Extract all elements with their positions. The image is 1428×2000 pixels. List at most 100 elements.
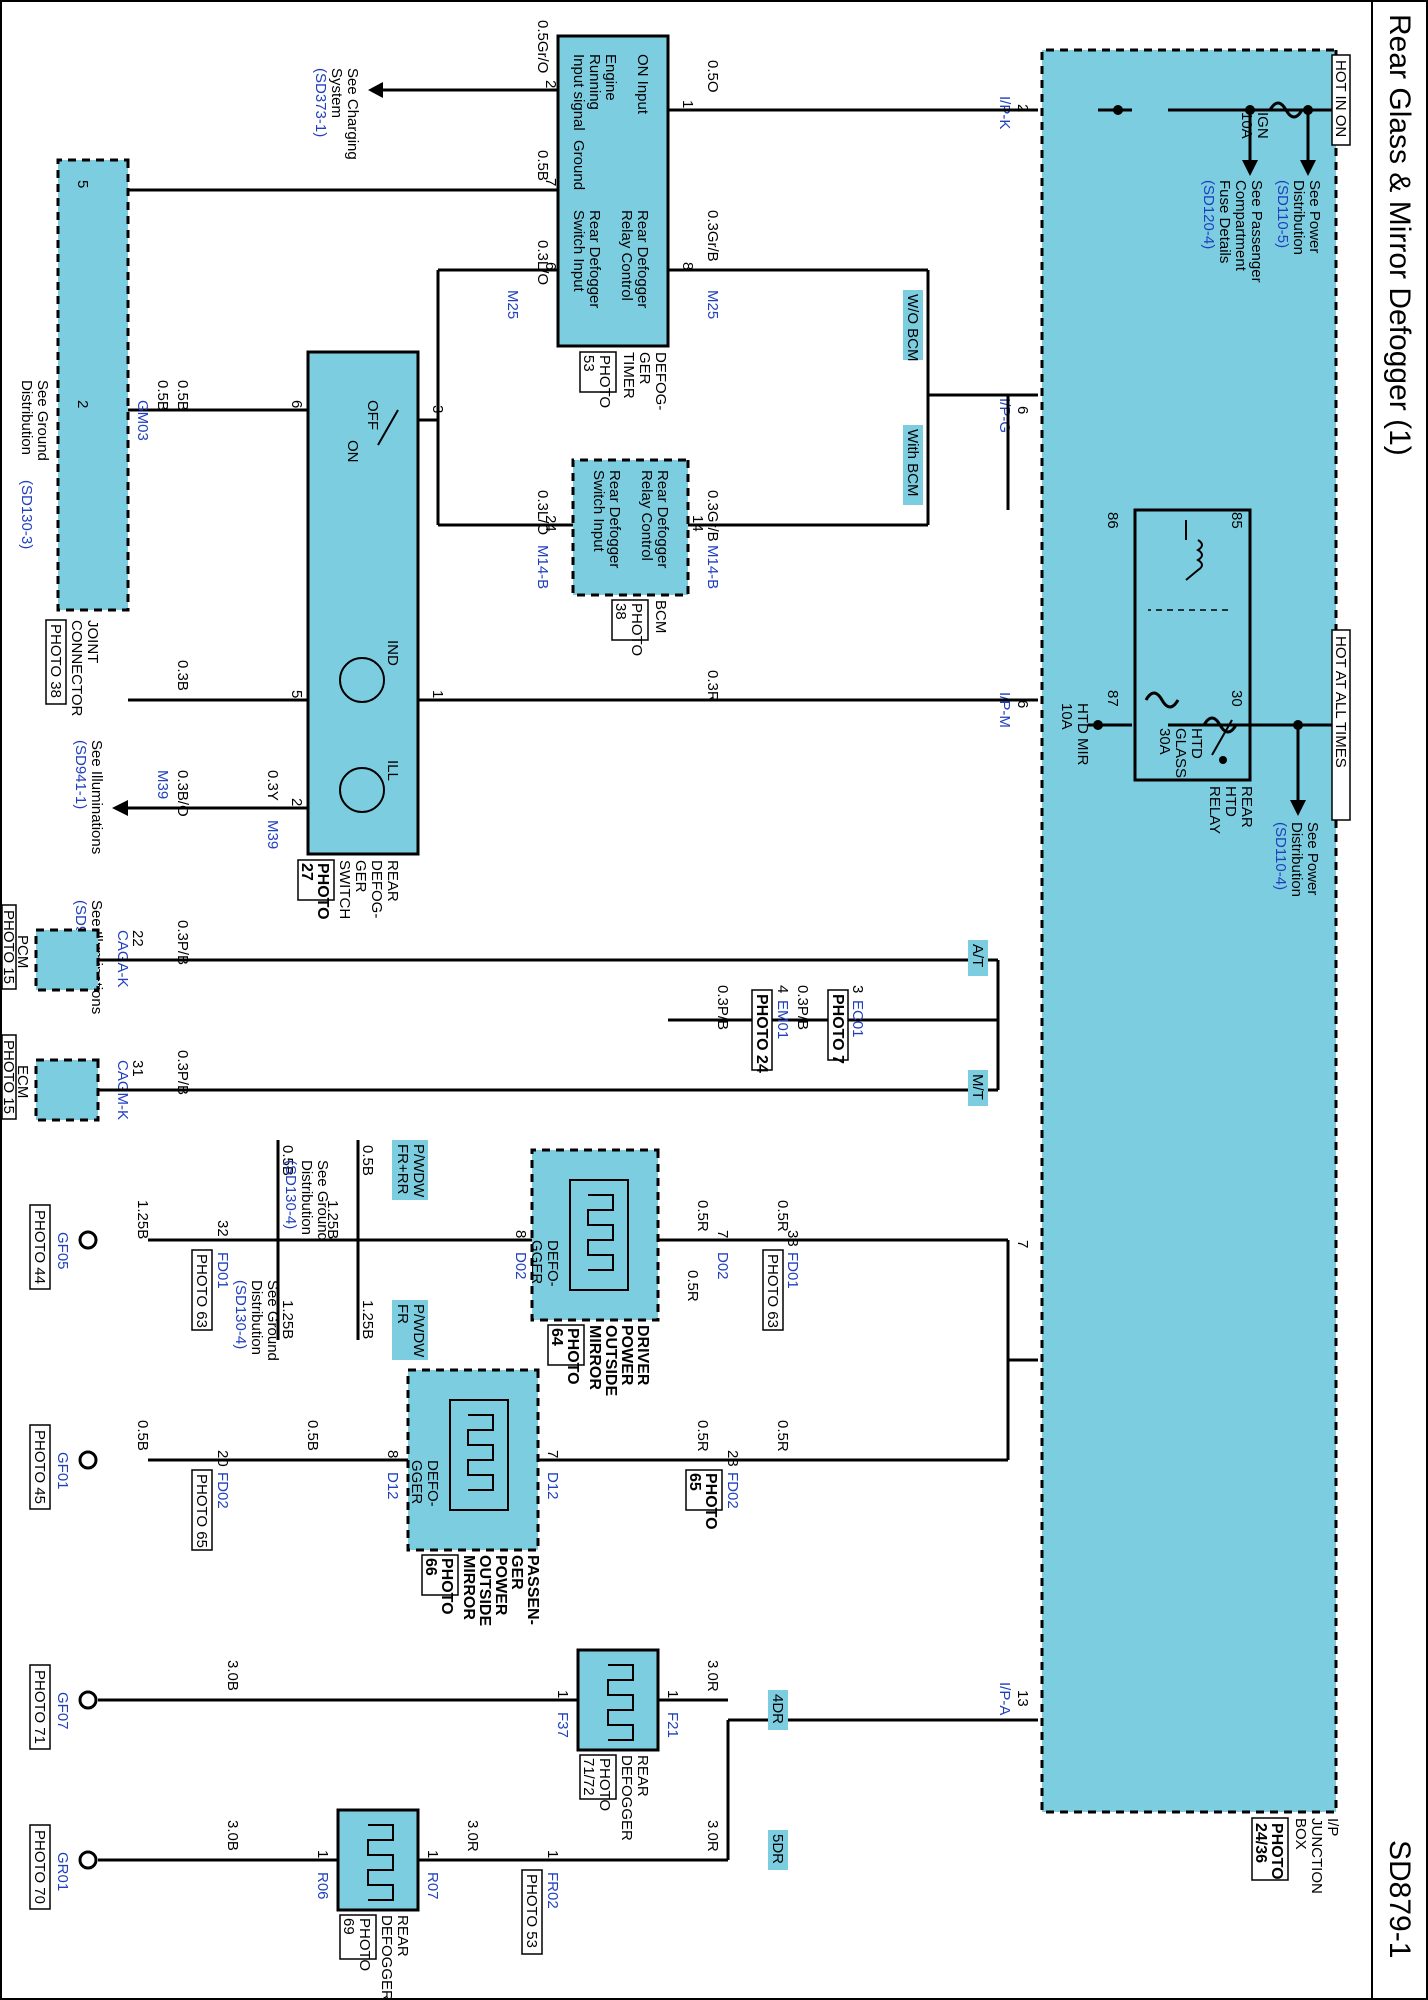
pwdw-fr-tag (392, 1300, 428, 1360)
rear-def-2-label-1: REAR (394, 1915, 411, 1957)
conn-d12b: D12 (384, 1472, 401, 1500)
gf05-photo: PHOTO 44 (31, 1210, 48, 1284)
bcm-pin-24: 24 (542, 515, 559, 532)
hot-in-on-box (1331, 54, 1351, 146)
switch-label-3: GER (352, 860, 369, 893)
rear-def-1-photo-1: PHOTO (596, 1758, 613, 1811)
wire-label: 1.25B (279, 1300, 296, 1339)
pin-1-f37: 1 (554, 1690, 571, 1698)
conn-r07: R07 (424, 1872, 441, 1900)
timer-label-3: TIMER (620, 352, 637, 399)
pin-ipg-6: 6 (1014, 406, 1031, 414)
pin-1-r06: 1 (314, 1850, 331, 1858)
rear-htd-relay-box (1133, 508, 1252, 782)
em01-photo: PHOTO 24 (753, 994, 770, 1073)
wire-label: 0.3B/O (174, 770, 191, 817)
ref-pass-fuse-3: Fuse Details (1216, 180, 1233, 263)
fd02-photo-box (685, 1469, 723, 1511)
conn-fd02b: FD02 (214, 1472, 231, 1509)
ind-lamp-icon (339, 657, 385, 703)
heater-element-icon (587, 1194, 614, 1271)
ill-lamp-icon (339, 767, 385, 813)
arrow-icon (1242, 160, 1258, 176)
wire-label: 0.5R (694, 1200, 711, 1232)
pin-7-d02: 7 (714, 1230, 731, 1238)
relay-pin-86: 86 (1104, 512, 1121, 529)
switch-photo-2: 27 (298, 863, 315, 881)
joint-pin-5: 5 (74, 180, 91, 188)
gf01-photo-box (29, 1424, 51, 1510)
bcm-photo-box (611, 599, 649, 641)
wire-label: 0.5B (174, 380, 191, 411)
rear-defogger-switch[interactable] (306, 350, 420, 856)
wire-label: 3.0B (224, 1820, 241, 1851)
switch-pin-3: 3 (429, 405, 446, 413)
wire-label: 0.3Gr/B (704, 210, 721, 262)
wire-label: 0.5Gr/O (534, 20, 551, 73)
wire-label: 0.5B (134, 1420, 151, 1451)
ign-fuse-symbol (1268, 101, 1304, 119)
mt-label: M/T (969, 1074, 986, 1100)
rear-def-1-label-1: REAR (634, 1755, 651, 1797)
timer-pin-switch-2: Switch Input (570, 210, 587, 293)
wire-label: 0.5B (359, 1145, 376, 1176)
timer-photo-1: PHOTO (596, 355, 613, 408)
fr02-photo-box (521, 1869, 543, 1955)
conn-ipa: I/P-A (996, 1682, 1013, 1715)
rear-def-2-photo-box (339, 1914, 377, 1960)
pass-label-4: OUTSIDE (476, 1555, 493, 1626)
switch-pin-4: 5 (288, 690, 305, 698)
ecm-box (34, 1058, 100, 1122)
ref-charging-2: System (328, 68, 345, 118)
pass-label-2: GER (508, 1555, 525, 1590)
gr01-photo: PHOTO 70 (31, 1830, 48, 1904)
pcm-box (34, 928, 100, 992)
timer-pin-7: 7 (542, 178, 559, 186)
relay-coil-icon (1185, 520, 1203, 581)
driver-heater-2: GGER (528, 1240, 545, 1284)
ref-pd1105-1: See Power (1306, 180, 1323, 253)
ref-charging-3: (SD373-1) (312, 68, 329, 137)
timer-photo-box (579, 351, 617, 393)
conn-ipg: I/P-G (996, 398, 1013, 433)
gf07-photo: PHOTO 71 (31, 1670, 48, 1744)
bcm-pin-3: Rear Defogger (606, 470, 623, 568)
arrow-icon (112, 800, 128, 816)
switch-ill: ILL (384, 760, 401, 781)
ref-ground1304b-3: (SD130-4) (232, 1280, 249, 1349)
driver-photo-box (547, 1324, 585, 1366)
heater-element-icon (607, 1664, 634, 1741)
ref-ground1303-2: Distribution (18, 380, 35, 455)
timer-pin-1: 1 (679, 100, 696, 108)
wire-label: 0.3L/O (534, 240, 551, 285)
junction-photo-1: PHOTO (1268, 1823, 1285, 1880)
switch-label-1: REAR (384, 860, 401, 902)
timer-pin-switch-1: Rear Defogger (586, 210, 603, 308)
relay-label-1: REAR (1238, 786, 1255, 828)
pin-33: 33 (784, 1230, 801, 1247)
joint-label-2: CONNECTOR (68, 620, 85, 717)
hot-at-all-times-label: HOT AT ALL TIMES (1332, 636, 1349, 768)
ref-pd1104-2: Distribution (1288, 822, 1305, 897)
conn-f21: F21 (664, 1712, 681, 1738)
bcm-box (571, 458, 690, 597)
gf01-photo: PHOTO 45 (31, 1430, 48, 1504)
ign-fuse-amps: 10A (1238, 112, 1255, 139)
joint-photo-box (45, 619, 67, 705)
wire-label: 0.5B (154, 380, 171, 411)
joint-connector (56, 158, 130, 612)
wire-label: 0.3P/B (794, 985, 811, 1030)
with-bcm-label: With BCM (904, 429, 921, 497)
heater-element-icon (367, 1824, 394, 1901)
conn-m25a: M25 (504, 290, 521, 319)
driver-photo-2: 64 (548, 1328, 565, 1346)
fd01b-photo: PHOTO 63 (193, 1254, 210, 1328)
conn-d02a: D02 (714, 1252, 731, 1280)
htd-glass-fuse-name2: GLASS (1172, 728, 1189, 778)
timer-label-1: DEFOG- (652, 352, 669, 410)
mt-tag (968, 1070, 988, 1106)
fd02b-photo: PHOTO 65 (193, 1474, 210, 1548)
htd-mir-fuse-amps: 10A (1058, 703, 1075, 730)
pcm-photo: PHOTO 15 (0, 910, 17, 984)
